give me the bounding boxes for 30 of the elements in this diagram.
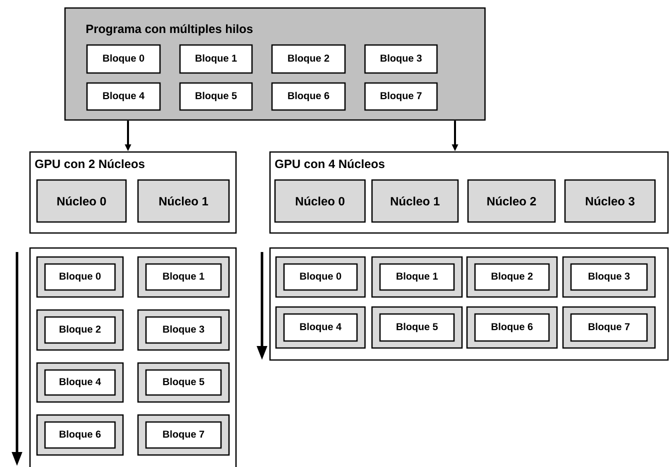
core-box: Núcleo 2 [467, 179, 556, 223]
core-box: Núcleo 1 [137, 179, 230, 223]
block-box: Bloque 0 [86, 44, 161, 74]
block-box: Bloque 6 [271, 82, 346, 111]
block-box: Bloque 1 [371, 256, 463, 298]
block-box: Bloque 6 [36, 414, 124, 456]
block-box: Bloque 2 [466, 256, 558, 298]
block-box: Bloque 2 [271, 44, 346, 74]
core-box: Núcleo 0 [36, 179, 127, 223]
block-box: Bloque 4 [275, 306, 366, 349]
block-box: Bloque 5 [179, 82, 253, 111]
block-box: Bloque 3 [562, 256, 656, 298]
block-box: Bloque 7 [364, 82, 438, 111]
core-box: Núcleo 0 [274, 179, 366, 223]
block-box: Bloque 7 [137, 414, 230, 456]
block-box: Bloque 1 [179, 44, 253, 74]
core-box: Núcleo 1 [371, 179, 459, 223]
block-box: Bloque 4 [36, 362, 124, 403]
block-box: Bloque 2 [36, 309, 124, 351]
block-box: Bloque 1 [137, 256, 230, 298]
block-box: Bloque 7 [562, 306, 656, 349]
block-box: Bloque 5 [137, 362, 230, 403]
block-box: Bloque 3 [364, 44, 438, 74]
block-box: Bloque 3 [137, 309, 230, 351]
block-box: Bloque 5 [371, 306, 463, 349]
block-box: Bloque 0 [36, 256, 124, 298]
block-box: Bloque 0 [275, 256, 366, 298]
block-box: Bloque 4 [86, 82, 161, 111]
block-box: Bloque 6 [466, 306, 558, 349]
core-box: Núcleo 3 [564, 179, 656, 223]
